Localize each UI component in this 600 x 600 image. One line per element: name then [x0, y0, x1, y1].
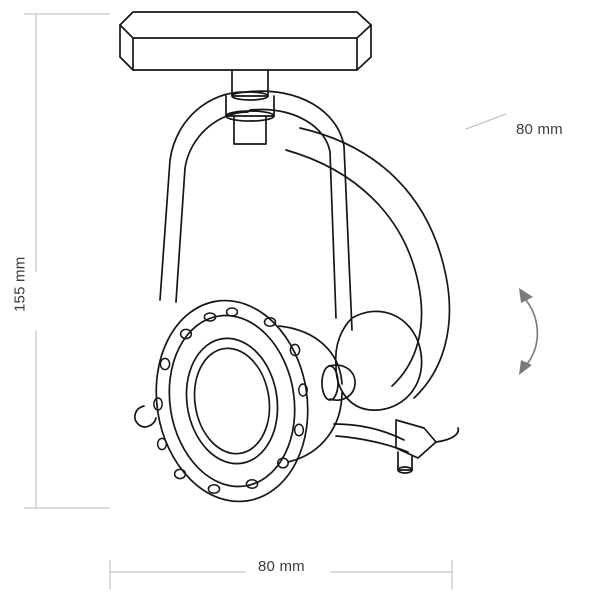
lever-tip: [435, 427, 460, 443]
dimension-lines: [24, 13, 507, 590]
rear-housing: [335, 310, 423, 411]
bolt-hole-9: [173, 468, 187, 480]
stem-collar: [225, 95, 275, 117]
bolt-hole-2: [263, 317, 277, 327]
depth-dimension-label: 80 mm: [516, 121, 563, 138]
rear-housing-edge: [334, 317, 353, 367]
bezel-bolt-holes: [153, 307, 308, 494]
yoke-right-outer: [245, 90, 353, 331]
rotation-arc-path: [525, 299, 539, 365]
mounting-bar-edge: [119, 24, 372, 39]
stem: [231, 69, 269, 97]
rotation-arc-arrow: [525, 299, 539, 365]
rotation-arrow-head-bottom: [519, 360, 532, 375]
bolt-hole-3: [289, 343, 301, 357]
bolt-hole-5: [293, 423, 305, 437]
pivot-knob-face: [321, 365, 339, 401]
lens-inner: [193, 347, 271, 455]
width-dimension-label: 80 mm: [258, 558, 305, 575]
lower-arm-bottom: [335, 435, 409, 453]
bolt-hole-12: [159, 357, 171, 371]
rotation-arrow-head-top: [519, 288, 533, 303]
stem-lower: [233, 115, 267, 145]
bolt-hole-6: [277, 457, 289, 469]
depth-leader-line: [465, 113, 507, 130]
lever-stub-cap: [397, 466, 413, 474]
lower-arm-top: [333, 423, 405, 441]
pivot-knob: [328, 364, 356, 401]
ring-left-tab: [134, 405, 157, 428]
lens-outer: [185, 337, 279, 465]
yoke-left-inner: [175, 111, 249, 303]
bolt-hole-11: [153, 397, 163, 411]
bolt-hole-4: [298, 383, 308, 397]
lever-stub: [397, 451, 413, 471]
rear-body-curve-inner: [285, 149, 423, 387]
front-ring-inner: [168, 314, 296, 488]
barrel-bottom: [287, 391, 343, 463]
bolt-hole-1: [225, 307, 239, 317]
bolt-hole-10: [156, 437, 168, 451]
lever-head: [395, 419, 437, 459]
rear-body-curve-outer: [299, 127, 451, 399]
mounting-bar: [119, 11, 372, 71]
bolt-hole-8: [207, 484, 221, 494]
bolt-hole-7: [245, 479, 259, 489]
yoke-right-inner: [249, 108, 337, 319]
height-dimension-label: 155 mm: [11, 256, 29, 312]
product-outline: [119, 11, 460, 503]
bolt-hole-13: [179, 328, 193, 340]
front-ring-outer: [155, 299, 309, 503]
bolt-hole-14: [203, 312, 217, 322]
barrel-top: [278, 325, 343, 385]
yoke-left-outer: [159, 91, 245, 301]
